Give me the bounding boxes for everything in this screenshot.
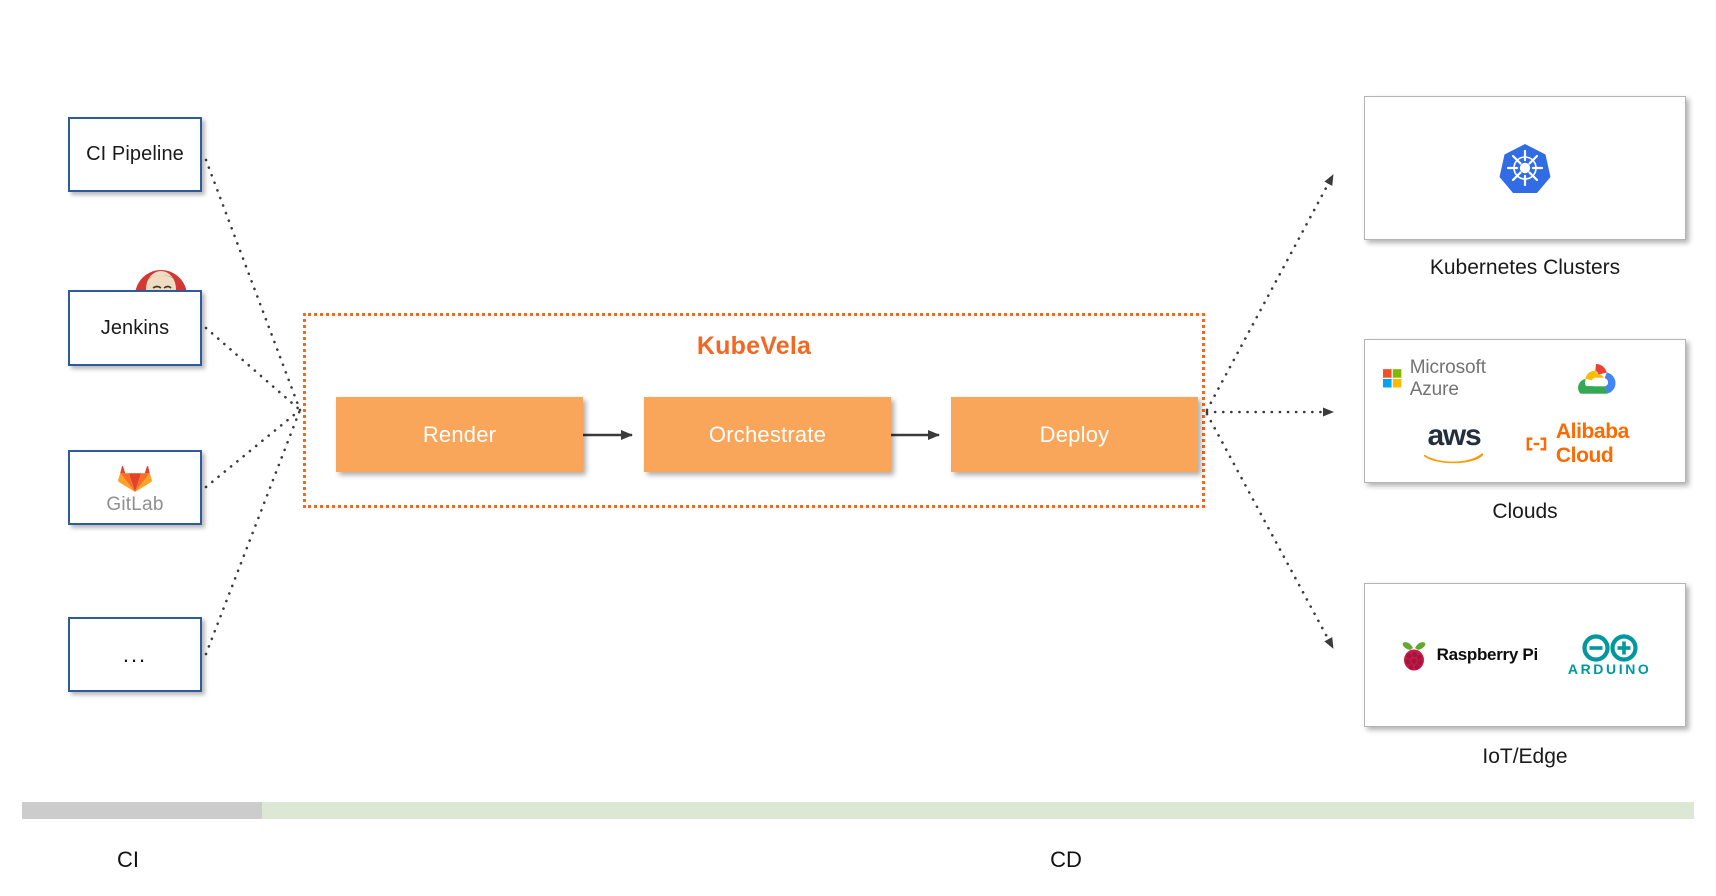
azure-logo: Microsoft Azure xyxy=(1383,357,1525,401)
source-label-jenkins: Jenkins xyxy=(100,316,170,339)
source-box-ci-pipeline[interactable]: CI Pipeline xyxy=(68,117,202,192)
target-box-iot-edge[interactable]: Raspberry Pi ARDUINO xyxy=(1364,583,1686,727)
azure-label: Microsoft Azure xyxy=(1409,356,1486,400)
stage-box-orchestrate[interactable]: Orchestrate xyxy=(644,397,891,472)
source-box-gitlab[interactable]: GitLab xyxy=(68,450,202,525)
aws-label: aws xyxy=(1427,418,1481,452)
source-box-jenkins[interactable]: Jenkins xyxy=(68,290,202,366)
target-box-clouds[interactable]: Microsoft Azure aws xyxy=(1364,339,1686,483)
stage-box-deploy[interactable]: Deploy xyxy=(951,397,1198,472)
stage-label-render: Render xyxy=(422,421,497,447)
arduino-label: ARDUINO xyxy=(1567,661,1652,677)
arduino-infinity-icon xyxy=(1582,634,1638,662)
phase-bar-ci xyxy=(22,802,262,819)
microsoft-azure-icon xyxy=(1383,369,1402,388)
kubevela-title: KubeVela xyxy=(696,332,812,360)
raspberry-pi-icon xyxy=(1402,642,1425,671)
phase-caption-cd: CD xyxy=(1050,847,1082,872)
aws-logo: aws xyxy=(1423,418,1485,466)
iot-logo-row: Raspberry Pi ARDUINO xyxy=(1399,633,1652,677)
target-box-kubernetes-clusters[interactable] xyxy=(1364,96,1686,240)
alibaba-cloud-label: Alibaba Cloud xyxy=(1555,419,1629,467)
alibaba-cloud-mark-icon xyxy=(1526,436,1547,451)
source-label-ci-pipeline: CI Pipeline xyxy=(86,143,184,165)
phase-bar-cd xyxy=(262,802,1694,819)
target-connectors xyxy=(1205,173,1335,650)
raspberry-pi-logo: Raspberry Pi xyxy=(1399,639,1538,671)
stage-label-deploy: Deploy xyxy=(1039,421,1110,447)
kubernetes-helm-icon xyxy=(1499,144,1551,193)
phase-caption-ci: CI xyxy=(117,847,139,872)
source-connectors xyxy=(204,158,302,656)
gitlab-label: GitLab xyxy=(106,494,164,515)
raspberry-pi-label: Raspberry Pi xyxy=(1436,645,1539,664)
gitlab-fox-icon xyxy=(118,465,152,492)
target-caption-clouds: Clouds xyxy=(1492,500,1558,523)
alibaba-cloud-logo: Alibaba Cloud xyxy=(1525,420,1667,468)
clouds-logo-grid: Microsoft Azure aws xyxy=(1365,340,1685,482)
target-caption-kubernetes-clusters: Kubernetes Clusters xyxy=(1429,256,1621,279)
gitlab-logo-wrap: GitLab xyxy=(106,459,163,516)
target-caption-iot-edge: IoT/Edge xyxy=(1482,745,1568,768)
google-cloud-icon xyxy=(1578,363,1616,394)
aws-smile-icon xyxy=(1423,453,1484,464)
google-cloud-logo xyxy=(1574,361,1618,397)
stage-box-render[interactable]: Render xyxy=(336,397,583,472)
stage-label-orchestrate: Orchestrate xyxy=(708,421,827,447)
source-label-more: ... xyxy=(122,641,148,667)
source-box-more[interactable]: ... xyxy=(68,617,202,692)
arduino-logo: ARDUINO xyxy=(1568,633,1652,677)
kubevela-container: KubeVela xyxy=(303,313,1205,508)
